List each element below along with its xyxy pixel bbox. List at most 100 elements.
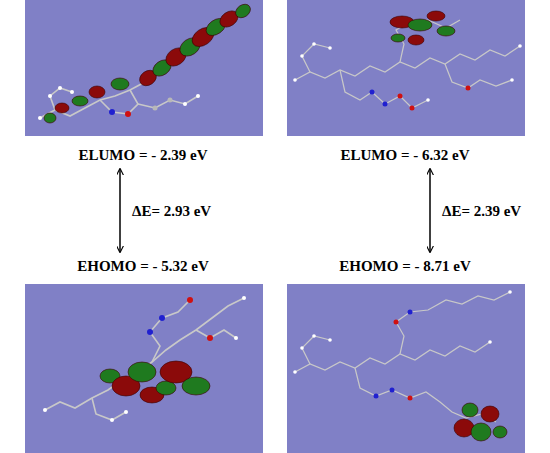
hydrogen-atom xyxy=(508,290,512,294)
nitrogen-atom xyxy=(383,102,388,107)
nitrogen-atom xyxy=(147,329,153,335)
oxygen-atom xyxy=(125,111,131,117)
hydrogen-atom xyxy=(293,370,297,374)
nitrogen-atom xyxy=(390,388,395,393)
molecule-skeleton xyxy=(295,20,520,108)
bond xyxy=(396,292,510,354)
energy-value: ELUMO = - 2.39 eV xyxy=(79,146,208,164)
hydrogen-atom xyxy=(183,102,187,106)
oxygen-atom xyxy=(466,86,471,91)
orbital-lobe xyxy=(89,86,105,98)
bond xyxy=(138,96,198,108)
homo-lobes xyxy=(100,361,210,403)
lumo-lobes xyxy=(44,1,253,123)
hydrogen-atom xyxy=(518,44,522,48)
homo-lobes xyxy=(454,403,507,441)
hydrogen-atom xyxy=(43,408,47,412)
oxygen-atom xyxy=(394,320,399,325)
energy-gap-arrow xyxy=(429,169,431,252)
orbital-lobe xyxy=(481,406,499,422)
orbital-lobe xyxy=(111,78,129,90)
hydrogen-atom xyxy=(300,54,304,58)
bond xyxy=(92,398,126,420)
nitrogen-atom xyxy=(159,315,165,321)
carbon-atom xyxy=(168,98,173,103)
orbital-panel xyxy=(287,284,525,453)
bond xyxy=(445,64,512,88)
hydrogen-atom xyxy=(48,94,52,98)
hydrogen-atom xyxy=(110,418,114,422)
hydrogen-atom xyxy=(124,410,128,414)
hydrogen-atom xyxy=(293,78,297,82)
oxygen-atom xyxy=(408,396,413,401)
oxygen-atom xyxy=(398,94,403,99)
energy-gap-label: ΔE= 2.39 eV xyxy=(440,202,523,220)
hydrogen-atom xyxy=(300,346,304,350)
hydrogen-atom xyxy=(510,78,514,82)
hydrogen-atom xyxy=(426,98,430,102)
bond xyxy=(302,44,330,72)
hydrogen-atom xyxy=(312,42,316,46)
orbital-lobe xyxy=(72,96,88,106)
orbital-lobe xyxy=(427,11,445,21)
bond xyxy=(196,330,236,338)
lumo-lobes xyxy=(390,11,455,45)
molecule-skeleton xyxy=(295,292,510,422)
orbital-lobe xyxy=(408,35,424,45)
molecule-skeleton xyxy=(45,298,244,420)
hydrogen-atom xyxy=(58,86,62,90)
hydrogen-atom xyxy=(38,116,42,120)
atoms xyxy=(38,86,200,120)
energy-level-label: ELUMO = - 6.32 eV xyxy=(337,144,474,166)
hydrogen-atom xyxy=(312,334,316,338)
oxygen-atom xyxy=(207,335,213,341)
orbital-lobe xyxy=(44,113,56,123)
energy-gap-arrow xyxy=(119,169,121,252)
orbital-lobe xyxy=(128,362,156,382)
hydrogen-atom xyxy=(328,46,332,50)
orbital-lobe xyxy=(493,426,507,438)
orbital-panel xyxy=(287,0,525,136)
nitrogen-atom xyxy=(109,109,115,115)
bond xyxy=(355,368,496,422)
energy-value: ELUMO = - 6.32 eV xyxy=(341,146,470,164)
hydrogen-atom xyxy=(242,296,246,300)
oxygen-atom xyxy=(410,106,415,111)
energy-value: EHOMO = - 8.71 eV xyxy=(339,257,470,275)
hydrogen-atom xyxy=(70,90,74,94)
carbon-atom xyxy=(153,106,158,111)
orbital-lobe xyxy=(462,403,478,417)
atoms xyxy=(293,290,512,400)
bond xyxy=(295,46,520,80)
bond xyxy=(295,342,490,372)
nitrogen-atom xyxy=(374,394,379,399)
hydrogen-atom xyxy=(196,94,200,98)
orbital-panel xyxy=(25,284,263,453)
hydrogen-atom xyxy=(328,338,332,342)
bond xyxy=(100,90,138,114)
orbital-lobe xyxy=(391,34,405,42)
nitrogen-atom xyxy=(370,90,375,95)
energy-gap-label: ΔE= 2.93 eV xyxy=(130,202,213,220)
orbital-lobe xyxy=(182,377,210,395)
nitrogen-atom xyxy=(408,310,413,315)
atoms xyxy=(43,296,246,422)
bond xyxy=(302,336,330,364)
hydrogen-atom xyxy=(234,336,238,340)
hydrogen-atom xyxy=(488,340,492,344)
orbital-lobe xyxy=(471,423,491,441)
energy-value: EHOMO = - 5.32 eV xyxy=(77,257,208,275)
orbital-lobe xyxy=(55,103,69,113)
bond xyxy=(150,300,190,362)
atoms xyxy=(293,42,522,110)
bond xyxy=(45,298,244,410)
bond xyxy=(340,70,428,108)
energy-level-label: ELUMO = - 2.39 eV xyxy=(75,144,212,166)
orbital-lobe xyxy=(233,1,253,20)
energy-level-label: EHOMO = - 5.32 eV xyxy=(73,255,212,277)
orbital-lobe xyxy=(408,19,432,31)
orbital-lobe xyxy=(437,26,455,36)
orbital-panel xyxy=(25,0,263,136)
